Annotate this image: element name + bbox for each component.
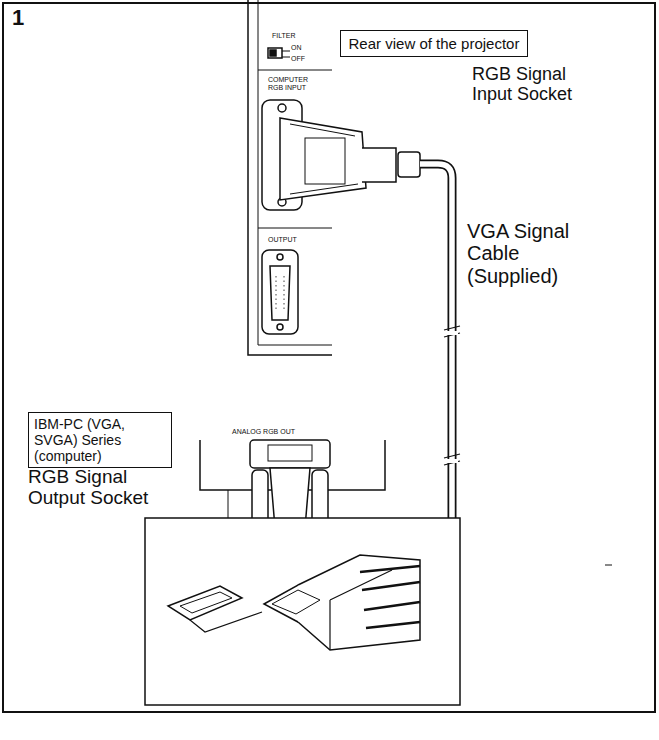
caption-text: Rear view of the projector [347, 35, 521, 52]
caption-text: IBM-PC (VGA, SVGA) Series (computer) [34, 416, 141, 464]
socket-label: RGB Signal Input Socket [472, 64, 597, 104]
page-frame [3, 3, 655, 712]
switch-marking: OFF [291, 55, 311, 63]
step-number: 1 [12, 6, 42, 31]
socket-label: RGB Signal Output Socket [28, 466, 168, 509]
panel-marking: OUTPUT [268, 236, 308, 244]
panel-marking: ANALOG RGB OUT [232, 428, 322, 436]
view-caption-box: Rear view of the projector [340, 30, 528, 57]
computer-caption-box: IBM-PC (VGA, SVGA) Series (computer) [28, 412, 172, 468]
rgb-input-plug [262, 100, 420, 210]
stray-mark [605, 565, 612, 566]
cable-label: VGA Signal Cable (Supplied) [467, 220, 585, 287]
panel-marking: COMPUTER RGB INPUT [268, 76, 308, 92]
inset-closeup [145, 518, 460, 705]
output-socket [262, 250, 298, 334]
switch-marking: ON [291, 44, 311, 52]
panel-marking: FILTER [272, 32, 312, 40]
